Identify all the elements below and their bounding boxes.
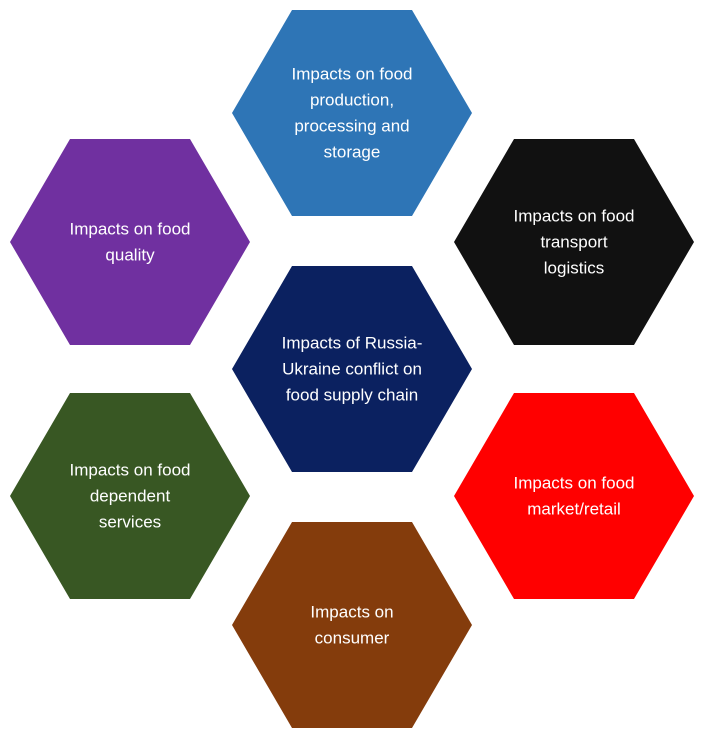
hexagon-transport-label-line: transport — [540, 233, 607, 252]
hexagon-retail-shape — [454, 393, 694, 599]
hexagon-retail-label-line: Impacts on food — [514, 474, 635, 493]
hexagon-services: Impacts on food dependent services — [10, 393, 250, 599]
hexagon-quality-shape — [10, 139, 250, 345]
hexagon-production-label-line: Impacts on food — [292, 65, 413, 84]
hexagon-quality-label-line: quality — [105, 246, 155, 265]
hexagon-production-shape — [232, 10, 472, 216]
hexagon-transport-shape — [454, 139, 694, 345]
hexagon-consumer-label-line: consumer — [315, 629, 390, 648]
hexagon-consumer-shape — [232, 522, 472, 728]
hexagon-production-label-line: processing and — [294, 117, 409, 136]
hexagon-center-label-line: food supply chain — [286, 386, 418, 405]
hexagon-production-label-line: production, — [310, 91, 394, 110]
hexagon-consumer-label-line: Impacts on — [310, 603, 393, 622]
hexagon-services-shape — [10, 393, 250, 599]
hexagon-services-label-line: services — [99, 513, 161, 532]
hexagon-services-label-line: dependent — [90, 487, 171, 506]
hexagon-consumer: Impacts on consumer — [232, 522, 472, 728]
hexagon-quality-label-line: Impacts on food — [70, 220, 191, 239]
hexagon-services-label-line: Impacts on food — [70, 461, 191, 480]
hexagon-production: Impacts on food production, processing and… — [232, 10, 472, 216]
hexagon-retail: Impacts on food market/retail — [454, 393, 694, 599]
hexagon-center-shape — [232, 266, 472, 472]
hexagon-transport-label-line: Impacts on food — [514, 207, 635, 226]
hexagon-center: Impacts of Russia- Ukraine conflict on foo… — [232, 266, 472, 472]
hexagon-center-label-line: Ukraine conflict on — [282, 360, 422, 379]
hexagon-transport: Impacts on food transport logistics — [454, 139, 694, 345]
hexagon-production-label-line: storage — [324, 143, 381, 162]
hexagon-retail-label-line: market/retail — [527, 500, 621, 519]
hexagon-quality: Impacts on food quality — [10, 139, 250, 345]
hexagon-center-label-line: Impacts of Russia- — [282, 334, 423, 353]
hexagon-transport-label-line: logistics — [544, 259, 604, 278]
